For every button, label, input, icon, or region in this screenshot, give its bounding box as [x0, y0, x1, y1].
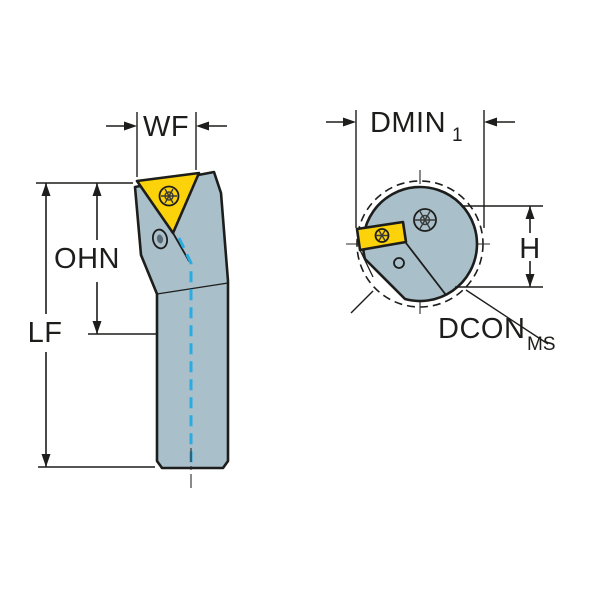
shoulder-line	[156, 282, 229, 295]
end-view-insert-screw-head	[374, 228, 390, 243]
label-dmin-subscript: 1	[452, 125, 463, 146]
clamp-screw-torx-icon	[414, 210, 436, 230]
dimension-ohn: OHN	[36, 182, 156, 335]
insert-screw	[158, 185, 180, 207]
clamp-hole	[151, 228, 169, 250]
wf-arrow-left	[124, 121, 137, 131]
coolant-channel-line	[177, 237, 193, 463]
dmin-arrow-right	[484, 117, 497, 127]
label-ohn: OHN	[54, 243, 120, 275]
label-dmin: DMIN	[370, 107, 446, 139]
dcon-leader-line-lower-left	[350, 290, 374, 314]
label-dcon-subscript: MS	[527, 334, 556, 355]
insert-screw-head	[158, 185, 180, 207]
lf-arrow-up	[41, 183, 51, 196]
ohn-arrow-up	[92, 183, 102, 196]
dimension-dcon: DCON MS	[350, 289, 556, 355]
clamp-hole-center	[156, 234, 164, 244]
end-view-insert-screw-torx-icon	[376, 230, 388, 241]
tool-end-view	[346, 170, 494, 318]
end-view-flat-edge	[359, 249, 374, 278]
wf-arrow-right	[196, 121, 209, 131]
dimension-dmin1: DMIN 1	[326, 107, 515, 228]
dmin-arrow-left	[343, 117, 356, 127]
dcon-leader-line-lower-right	[465, 289, 549, 345]
clamp-screw	[413, 208, 437, 232]
dimension-lf: LF	[28, 183, 155, 468]
cutting-insert	[135, 171, 201, 235]
pin-hole	[393, 257, 405, 269]
dimension-h: H	[455, 205, 543, 288]
h-arrow-up	[525, 206, 535, 219]
tool-side-view	[133, 170, 230, 492]
dimension-wf: WF	[106, 111, 227, 177]
label-h: H	[519, 233, 540, 265]
label-dcon: DCON	[438, 313, 525, 345]
end-view-insert-screw	[374, 228, 390, 243]
label-lf: LF	[28, 317, 63, 349]
label-wf: WF	[143, 111, 189, 143]
end-view-pocket-edge	[405, 242, 447, 296]
tool-body-silhouette	[133, 170, 230, 470]
ohn-arrow-down	[92, 321, 102, 334]
insert-screw-torx-icon	[161, 188, 177, 204]
h-arrow-down	[525, 274, 535, 287]
lf-arrow-down	[41, 454, 51, 467]
